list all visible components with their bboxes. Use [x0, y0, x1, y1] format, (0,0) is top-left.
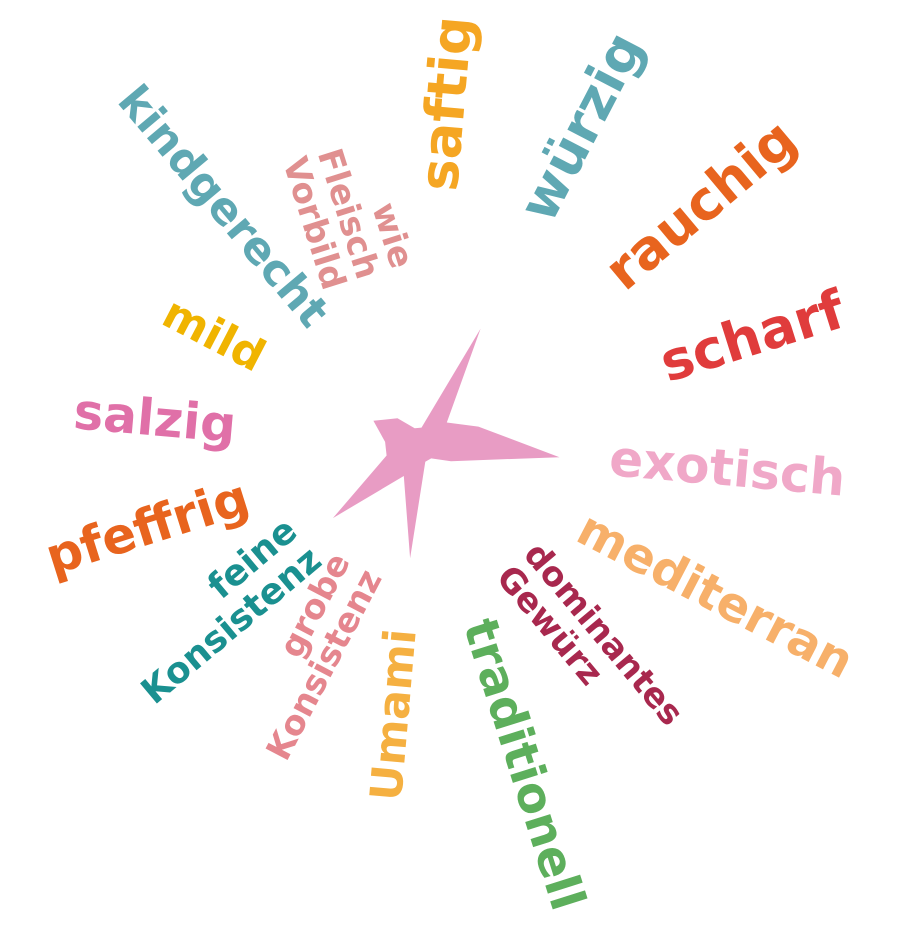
radar-profile-shape — [332, 328, 560, 559]
label-würzig: würzig — [506, 22, 656, 232]
label-rauchig: rauchig — [593, 107, 809, 303]
label-mild: mild — [154, 287, 273, 382]
label-salzig: salzig — [71, 382, 238, 454]
label-scharf: scharf — [653, 278, 853, 395]
label-exotisch: exotisch — [607, 429, 848, 507]
label-umami: Umami — [361, 627, 427, 803]
label-saftig: saftig — [407, 14, 485, 194]
